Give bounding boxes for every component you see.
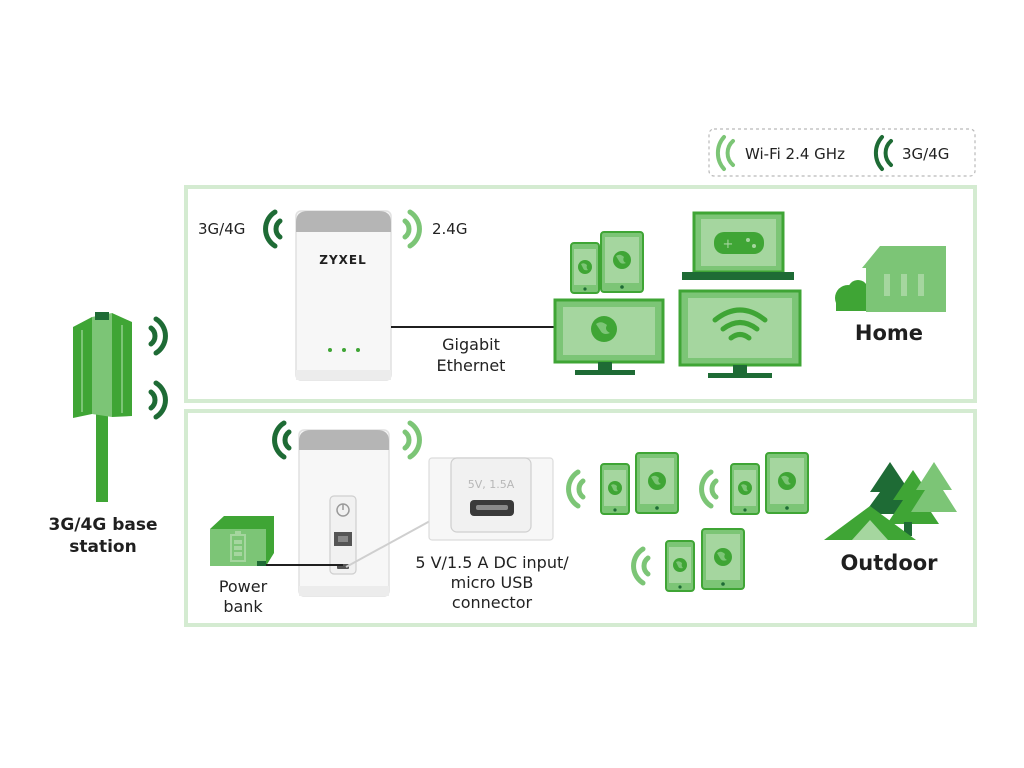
legend-wifi-label: Wi-Fi 2.4 GHz	[745, 145, 845, 163]
cellular-signal-icon	[263, 209, 283, 249]
router-icon	[295, 210, 392, 381]
outdoor-panel	[184, 409, 977, 627]
power-bank-icon	[210, 516, 274, 566]
laptop-icon: +	[682, 211, 794, 280]
ethernet-label-2: Ethernet	[437, 356, 506, 375]
home-panel	[184, 185, 977, 403]
ethernet-label-1: Gigabit	[442, 335, 500, 354]
router-brand: ZYXEL	[319, 253, 367, 267]
wifi-signal-icon	[405, 212, 419, 246]
legend-cellular-label: 3G/4G	[902, 145, 949, 163]
cell-tower-icon	[73, 312, 132, 502]
base-station-label-1: 3G/4G base	[49, 515, 158, 535]
callout-line	[345, 520, 431, 568]
home-wifi-label: 2.4G	[432, 220, 467, 238]
phone-icon	[665, 540, 695, 592]
cellular-signal-icon	[151, 319, 165, 353]
wifi-signal-icon	[699, 469, 719, 509]
micro-usb-port-closeup	[428, 457, 554, 541]
house-icon	[835, 246, 946, 312]
dc-label-3: connector	[452, 593, 533, 612]
svg-text:+: +	[723, 237, 734, 252]
powerbank-label-1: Power	[219, 577, 268, 596]
port-rating: 5V, 1.5A	[468, 478, 515, 491]
wifi-signal-icon	[631, 546, 651, 586]
cellular-signal-icon	[873, 135, 893, 171]
tent-icon	[824, 506, 916, 540]
phone-icon	[730, 463, 760, 515]
tablet-icon	[765, 452, 809, 514]
tree-icon	[864, 462, 957, 536]
wifi-signal-icon	[566, 469, 586, 509]
tablet-icon	[701, 528, 745, 590]
outdoor-title: Outdoor	[840, 551, 938, 575]
tablet-icon	[635, 452, 679, 514]
dc-label-2: micro USB	[451, 573, 534, 592]
monitor-icon	[678, 289, 802, 378]
wifi-signal-icon	[715, 135, 735, 171]
dc-label-1: 5 V/1.5 A DC input/	[415, 553, 569, 572]
cellular-signal-icon	[151, 383, 165, 417]
powerbank-label-2: bank	[223, 597, 263, 616]
phone-icon	[600, 463, 630, 515]
wifi-signal-icon	[405, 423, 419, 457]
monitor-icon	[553, 298, 665, 375]
base-station-label-2: station	[69, 537, 136, 557]
legend: Wi-Fi 2.4 GHz 3G/4G	[708, 128, 976, 177]
cellular-signal-icon	[272, 420, 292, 460]
home-cellular-label: 3G/4G	[198, 220, 245, 238]
legend-box	[708, 128, 976, 177]
home-title: Home	[855, 321, 923, 345]
phone-icon	[570, 242, 600, 294]
tablet-icon	[600, 231, 644, 293]
router-icon	[298, 429, 390, 597]
